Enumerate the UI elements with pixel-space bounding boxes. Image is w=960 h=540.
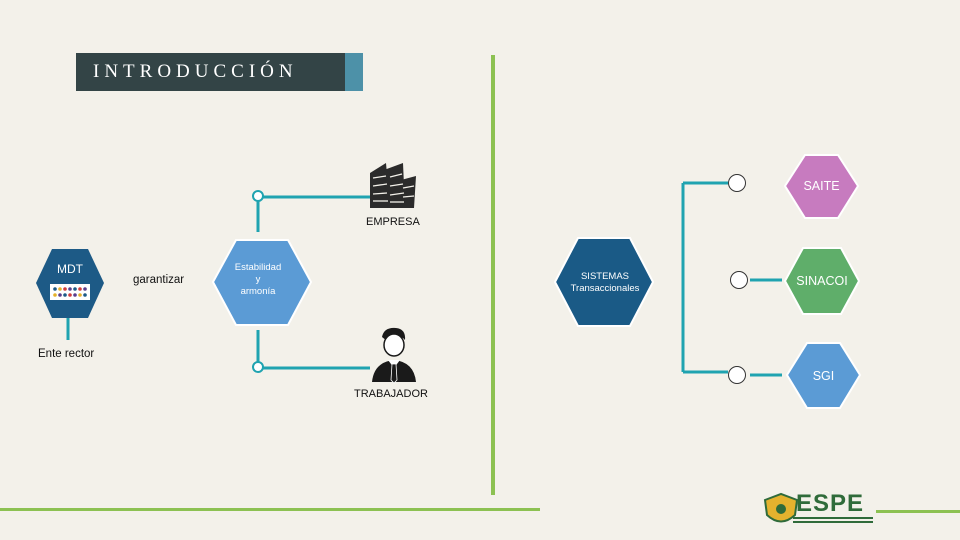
estabilidad-line2: y	[255, 274, 261, 285]
title-accent-bar	[345, 53, 363, 91]
saite-hexagon	[783, 154, 860, 219]
page-title: INTRODUCCIÓN	[76, 53, 345, 91]
worker-icon	[372, 327, 416, 384]
bottom-line-right	[876, 510, 960, 513]
ente-rector-label: Ente rector	[38, 348, 95, 360]
connector-node-sgi	[728, 366, 746, 384]
sinacoi-label: SINACOI	[796, 274, 848, 288]
estabilidad-line3: armonía	[240, 286, 276, 297]
estabilidad-text: Estabilidad y armonía	[220, 258, 296, 302]
connector-node-empresa	[252, 190, 264, 202]
sistemas-line2: Transaccionales	[570, 283, 640, 294]
sgi-hexagon	[785, 342, 862, 409]
building-icon	[370, 163, 416, 208]
connector-node-trabajador	[252, 361, 264, 373]
connector-trabajador	[256, 330, 370, 370]
connector-empresa	[256, 195, 370, 232]
estabilidad-line1: Estabilidad	[234, 262, 282, 273]
espe-logo-icon	[763, 492, 873, 523]
mdt-logo-icon	[50, 284, 90, 300]
estabilidad-hexagon	[211, 239, 313, 326]
sistemas-line1: SISTEMAS	[580, 271, 630, 282]
sistemas-hexagon	[553, 237, 655, 327]
vertical-divider	[491, 55, 495, 495]
connector-node-saite	[728, 174, 746, 192]
empresa-label: EMPRESA	[366, 216, 420, 228]
mdt-hexagon	[36, 249, 104, 318]
bottom-line-left	[0, 508, 540, 511]
saite-label: SAITE	[803, 179, 840, 193]
garantizar-label: garantizar	[133, 274, 185, 286]
sgi-label: SGI	[812, 369, 835, 383]
espe-logo-text: ESPE	[796, 490, 865, 517]
sinacoi-hexagon	[783, 247, 861, 315]
sistemas-text: SISTEMAS Transaccionales	[560, 268, 650, 298]
mdt-label: MDT	[57, 262, 83, 276]
connector-node-sinacoi	[730, 271, 748, 289]
trabajador-label: TRABAJADOR	[354, 388, 428, 400]
